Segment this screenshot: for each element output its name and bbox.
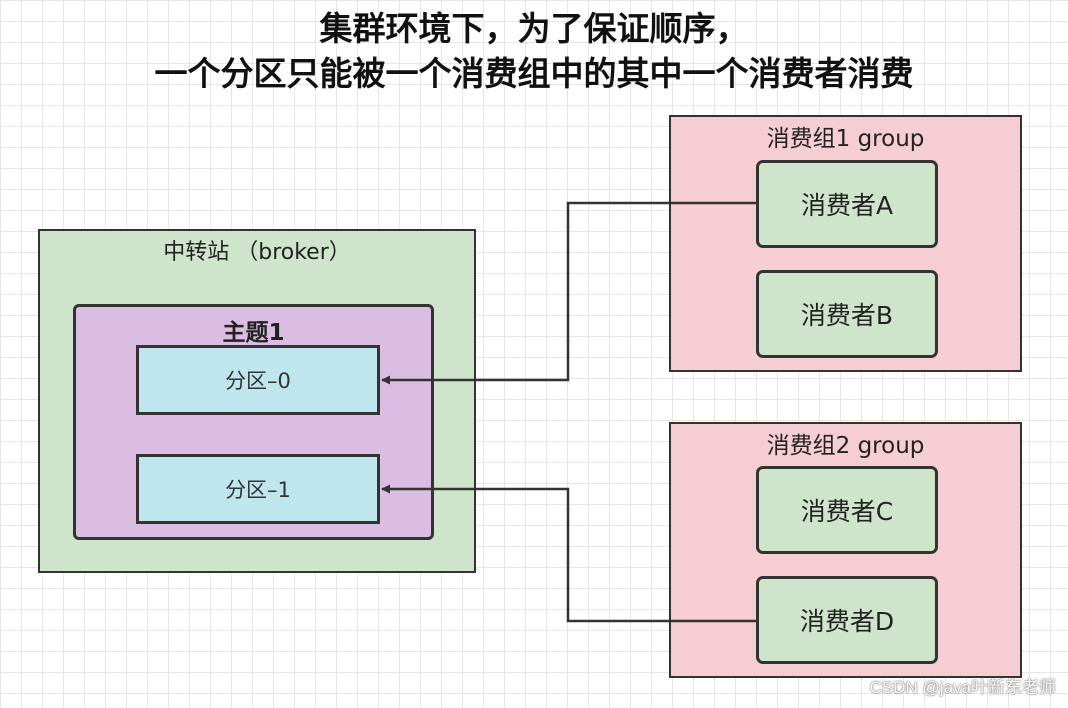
diagram-title-line-2: 一个分区只能被一个消费组中的其中一个消费者消费 bbox=[154, 54, 914, 93]
watermark: CSDN @java叶新东老师 bbox=[869, 678, 1056, 697]
consumer-b-box: 消费者B bbox=[756, 270, 938, 358]
topic-label: 主题1 bbox=[222, 320, 285, 346]
connector-consumer-d-to-partition-1 bbox=[381, 484, 756, 623]
consumer-a-box: 消费者A bbox=[756, 160, 938, 248]
broker-label: 中转站 （broker） bbox=[163, 240, 351, 265]
consumer-group-1-label: 消费组1 group bbox=[766, 126, 925, 152]
consumer-d-box: 消费者D bbox=[756, 576, 938, 664]
partition-1-box: 分区–1 bbox=[136, 454, 380, 524]
connector-consumer-a-to-partition-0 bbox=[381, 201, 756, 385]
diagram-title-line-1: 集群环境下，为了保证顺序， bbox=[319, 9, 749, 48]
partition-0-box: 分区–0 bbox=[136, 345, 380, 415]
consumer-group-2-label: 消费组2 group bbox=[766, 433, 925, 459]
consumer-c-box: 消费者C bbox=[756, 466, 938, 554]
